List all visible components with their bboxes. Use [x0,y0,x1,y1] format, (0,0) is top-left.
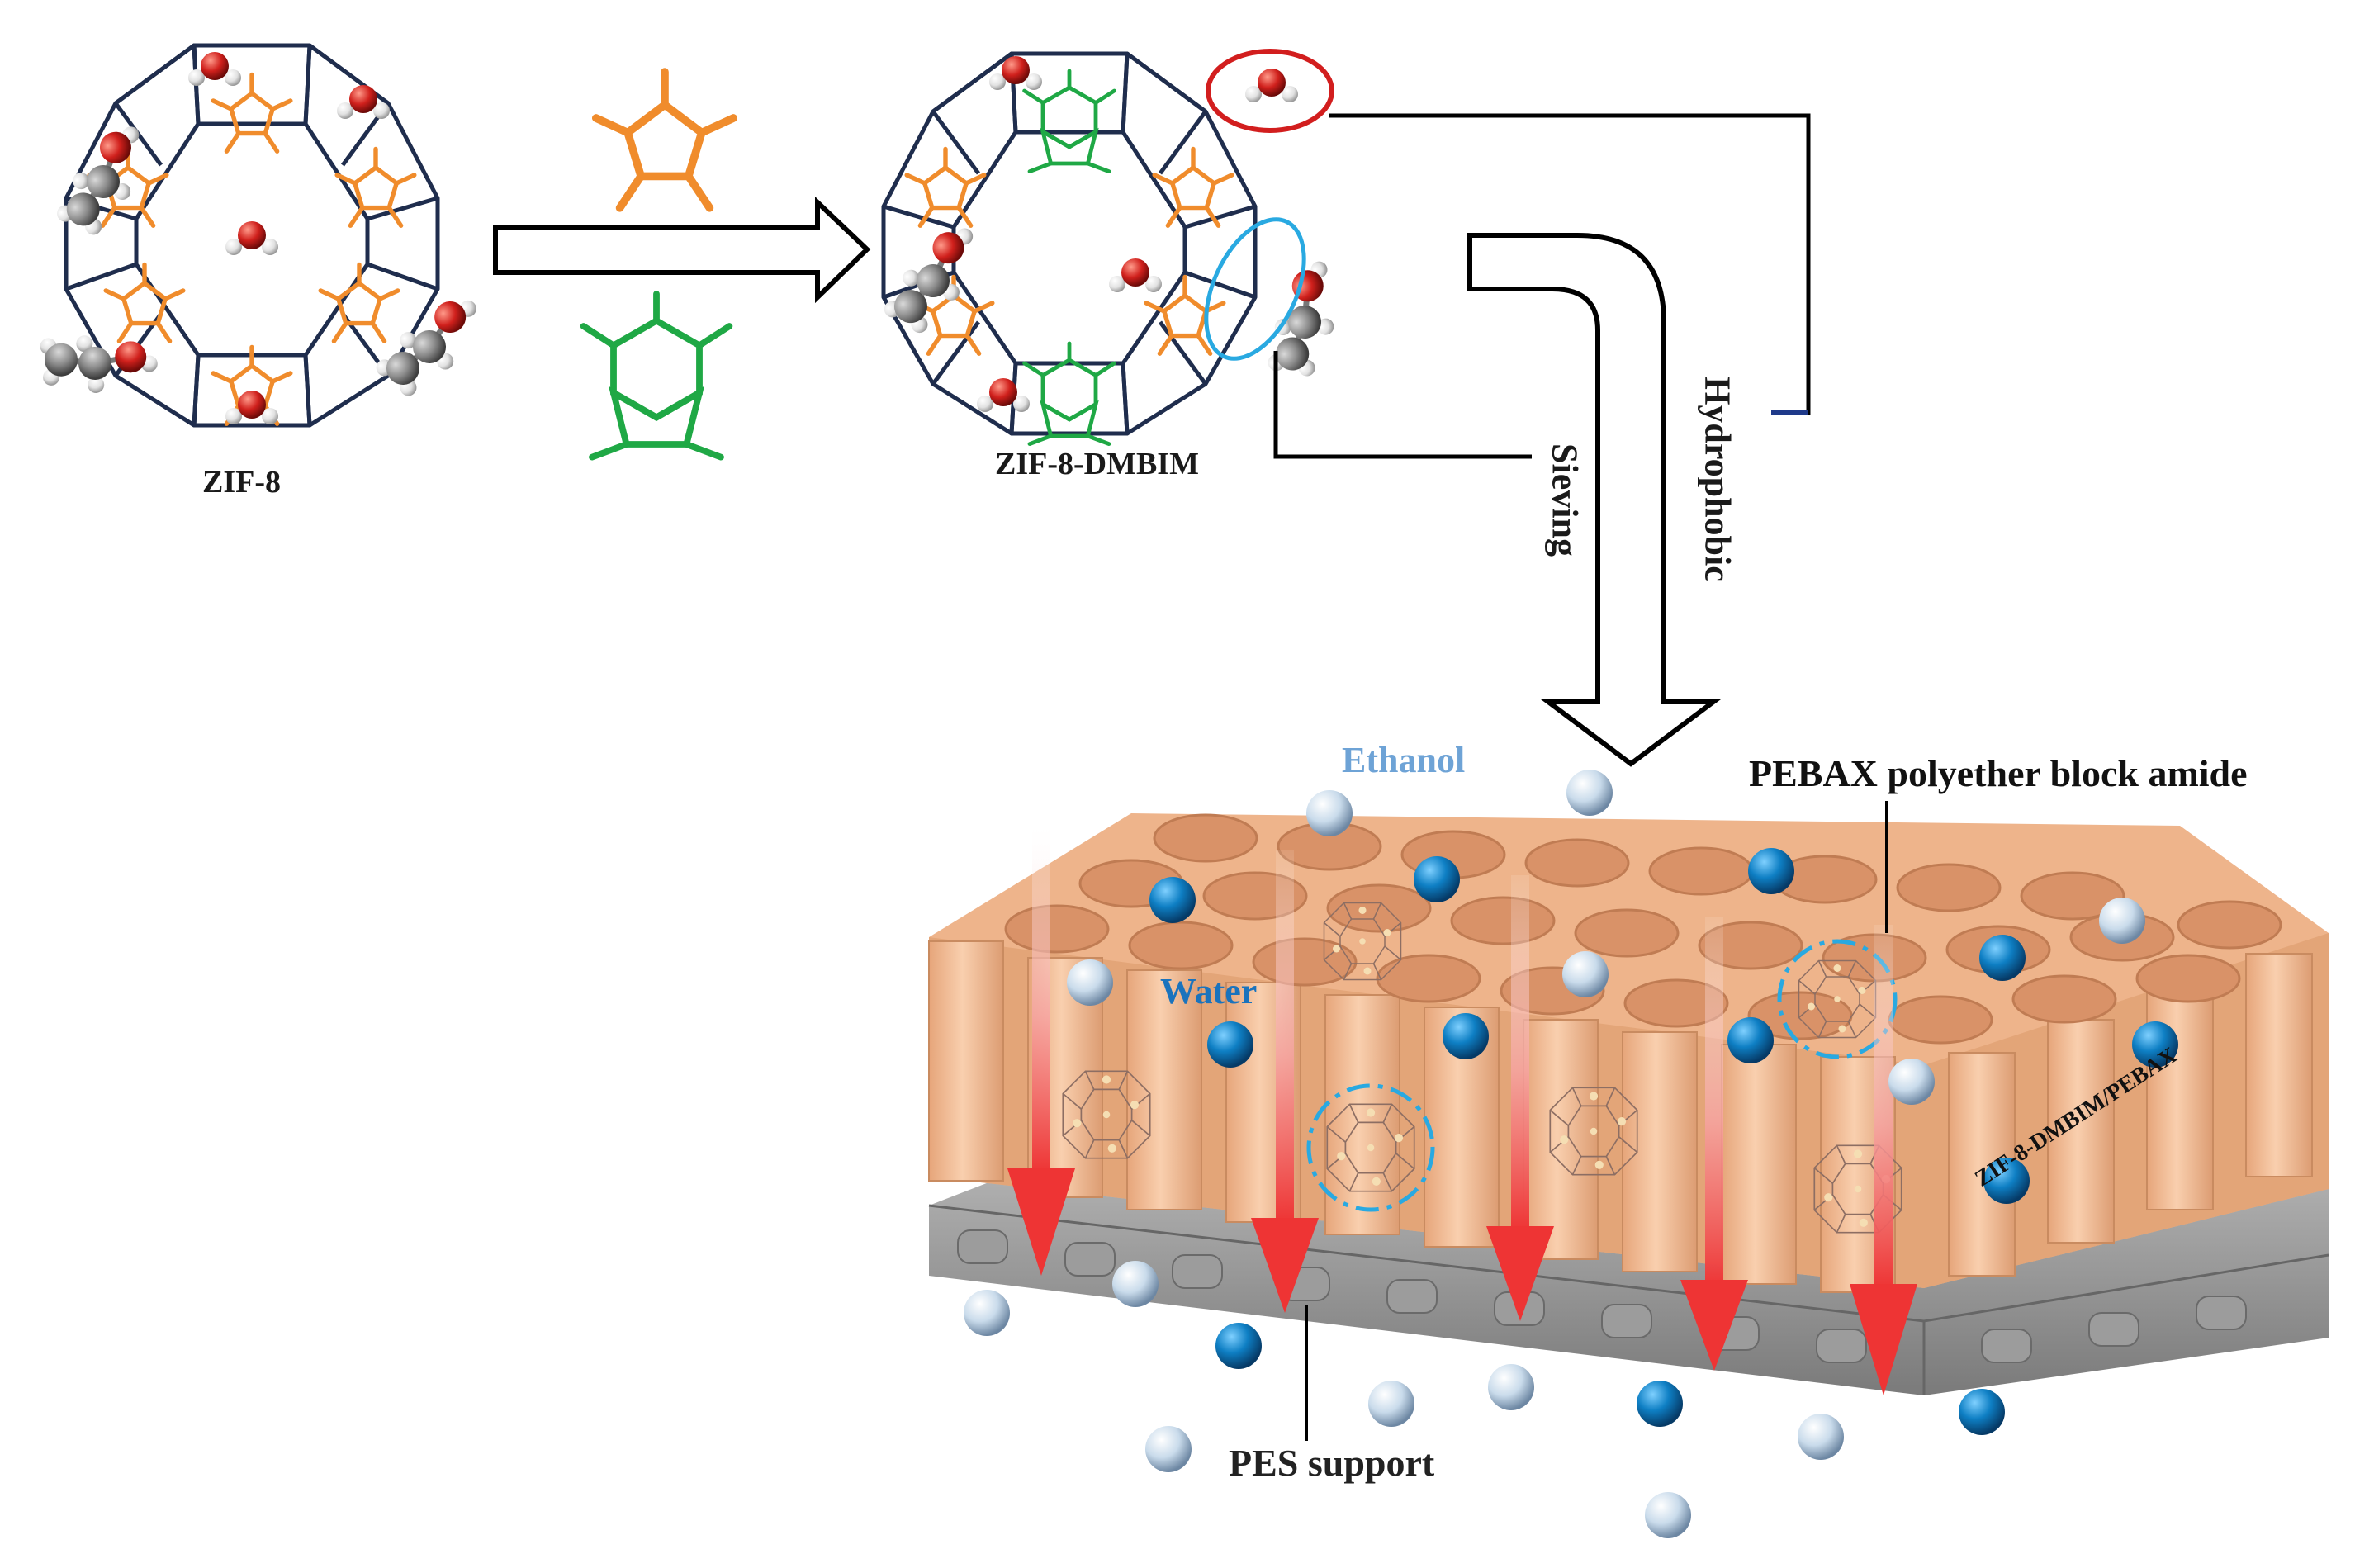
zif8-cage [28,45,499,425]
hydrophobic-label: Hydrophobic [1697,377,1738,582]
sieving-label: Sieving [1544,443,1585,557]
methylimidazole-ligand-icon [596,72,733,208]
dimethylbenzimidazole-ligand-icon [584,294,730,457]
zif8-label: ZIF-8 [202,465,281,500]
curved-flow-arrow [1467,233,1721,767]
sieving-highlight-circle [1204,217,1306,361]
pes-support-label: PES support [1229,1442,1435,1484]
hydrophobic-highlight-circle [1206,49,1334,133]
reaction-arrow [493,197,871,304]
zif8-dmbim-cage [866,49,1368,444]
ethanol-label: Ethanol [1342,740,1466,780]
permeation-arrows [1007,826,1917,1395]
zif8-dmbim-label: ZIF-8-DMBIM [995,447,1199,481]
water-label: Water [1160,971,1258,1011]
pebax-label: PEBAX polyether block amide [1749,752,2248,794]
